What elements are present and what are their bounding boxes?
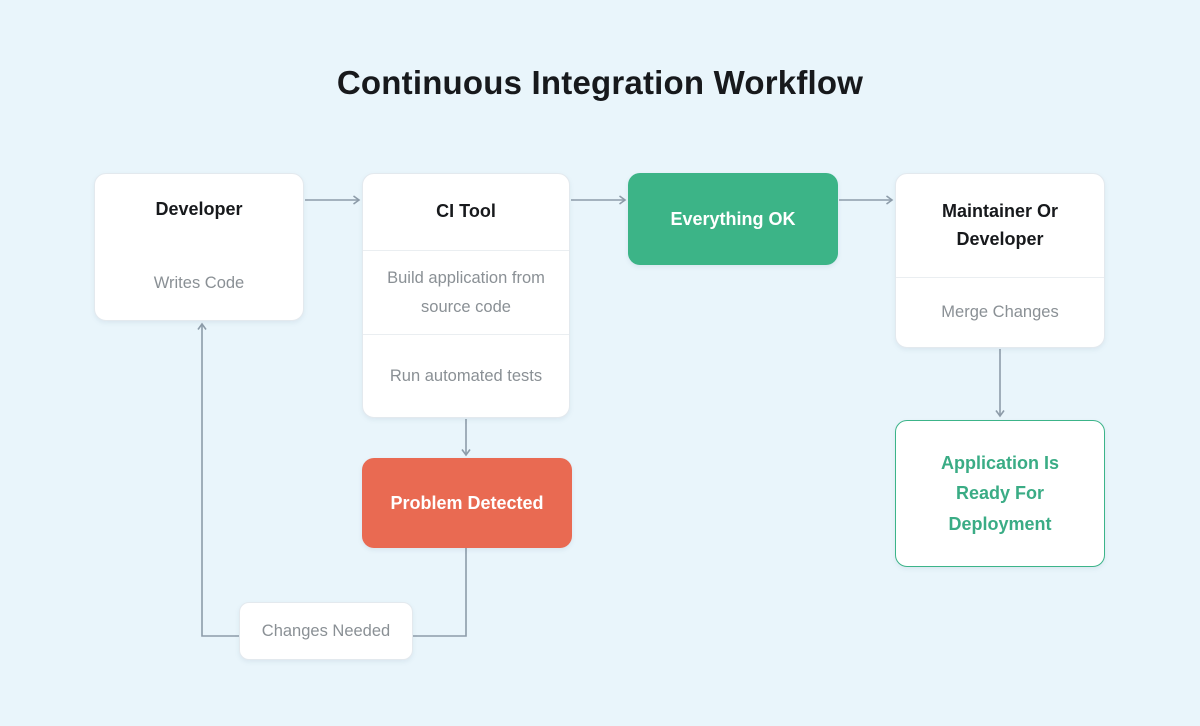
maintainer-subtitle: Merge Changes (941, 303, 1059, 322)
diagram-title: Continuous Integration Workflow (336, 64, 864, 101)
node-problem-detected: Problem Detected (362, 458, 572, 548)
node-everything-ok: Everything OK (628, 173, 838, 265)
node-maintainer: Maintainer Or Developer Merge Changes (895, 173, 1105, 348)
everything-ok-label: Everything OK (670, 208, 796, 229)
ci-tool-step-build: Build application from source code (387, 268, 545, 316)
ci-tool-step-tests: Run automated tests (389, 366, 543, 385)
node-application-ready: Application Is Ready For Deployment (895, 420, 1105, 567)
developer-subtitle: Writes Code (153, 273, 245, 292)
ci-tool-title: CI Tool (436, 201, 496, 222)
developer-title: Developer (155, 199, 243, 220)
application-ready-label: Application Is Ready For Deployment (940, 452, 1059, 534)
changes-needed-label: Changes Needed (261, 621, 391, 640)
node-ci-tool: CI Tool Build application from source co… (362, 173, 570, 418)
node-changes-needed: Changes Needed (239, 602, 413, 660)
problem-detected-label: Problem Detected (390, 492, 544, 513)
node-developer: Developer Writes Code (94, 173, 304, 321)
maintainer-title: Maintainer Or Developer (941, 200, 1059, 249)
